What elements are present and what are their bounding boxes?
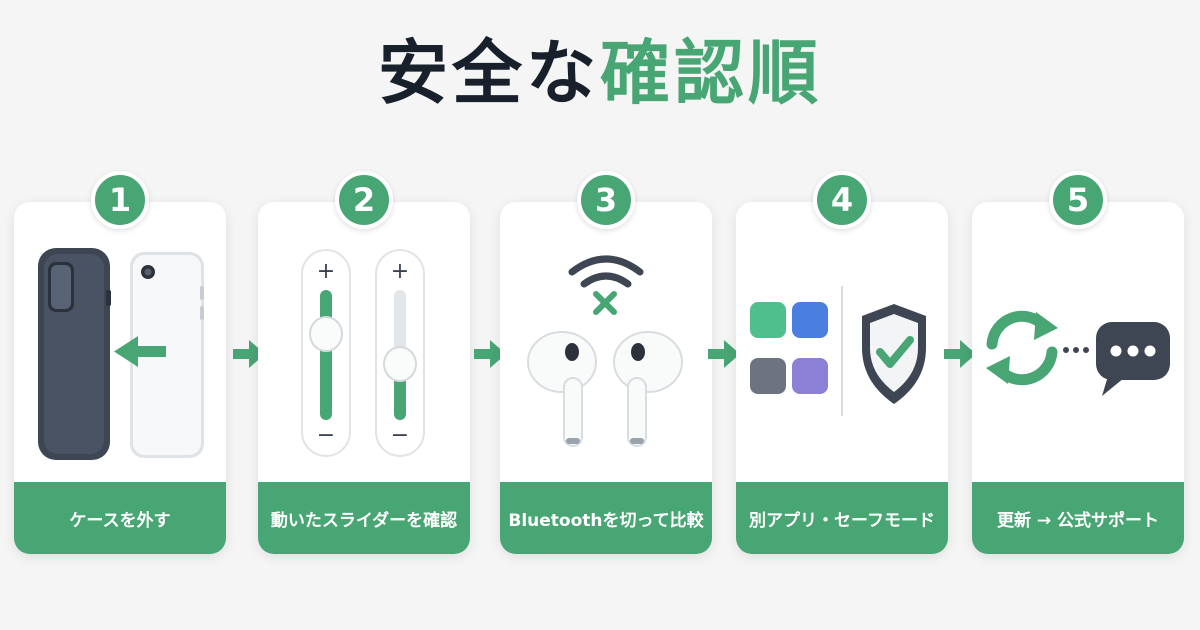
step-label-2: 動いたスライダーを確認 <box>258 482 470 554</box>
page-title: 安全な確認順 <box>0 28 1200 119</box>
step-card-1: ケースを外す <box>14 202 226 554</box>
step4-illustration <box>750 286 926 416</box>
chat-bubble-icon <box>1096 322 1170 396</box>
plus-icon: + <box>317 259 335 284</box>
arrow-right-icon <box>944 340 976 368</box>
step-card-3: Bluetoothを切って比較 <box>500 202 712 554</box>
step-number-4: 4 <box>813 171 871 229</box>
arrow-left-icon <box>114 336 166 367</box>
step-card-5: 更新 → 公式サポート <box>972 202 1184 554</box>
step-number-2: 2 <box>335 171 393 229</box>
step1-illustration <box>38 248 204 460</box>
dots-icon <box>1063 347 1089 353</box>
app-grid-icon <box>750 302 828 394</box>
step-label-5: 更新 → 公式サポート <box>972 482 1184 554</box>
arrow-right-icon <box>474 340 506 368</box>
step-card-4: 別アプリ・セーフモード <box>736 202 948 554</box>
arrow-right-icon <box>233 340 265 368</box>
arrow-right-icon <box>708 340 740 368</box>
title-part-order: 確認順 <box>600 32 822 114</box>
title-part-safe: 安全な <box>378 32 600 114</box>
earbuds-icon <box>527 331 683 447</box>
step-number-3: 3 <box>577 171 635 229</box>
volume-slider-icon: + − <box>375 249 425 457</box>
minus-icon: − <box>317 423 335 448</box>
step-label-1: ケースを外す <box>14 482 226 554</box>
phone-icon <box>130 252 204 458</box>
step-card-2: + − + − 動いたスライダーを確認 <box>258 202 470 554</box>
step3-illustration <box>527 255 683 447</box>
step-label-3: Bluetoothを切って比較 <box>500 482 712 554</box>
phone-case-icon <box>38 248 111 460</box>
step2-illustration: + − + − <box>301 249 425 457</box>
step-number-5: 5 <box>1049 171 1107 229</box>
minus-icon: − <box>391 423 409 448</box>
step5-illustration <box>986 310 1170 396</box>
x-mark-icon <box>593 291 617 315</box>
step-number-1: 1 <box>91 171 149 229</box>
volume-slider-icon: + − <box>301 249 351 457</box>
plus-icon: + <box>391 259 409 284</box>
wifi-icon <box>568 255 644 288</box>
shield-check-icon <box>862 304 926 404</box>
step-label-4: 別アプリ・セーフモード <box>736 482 948 554</box>
